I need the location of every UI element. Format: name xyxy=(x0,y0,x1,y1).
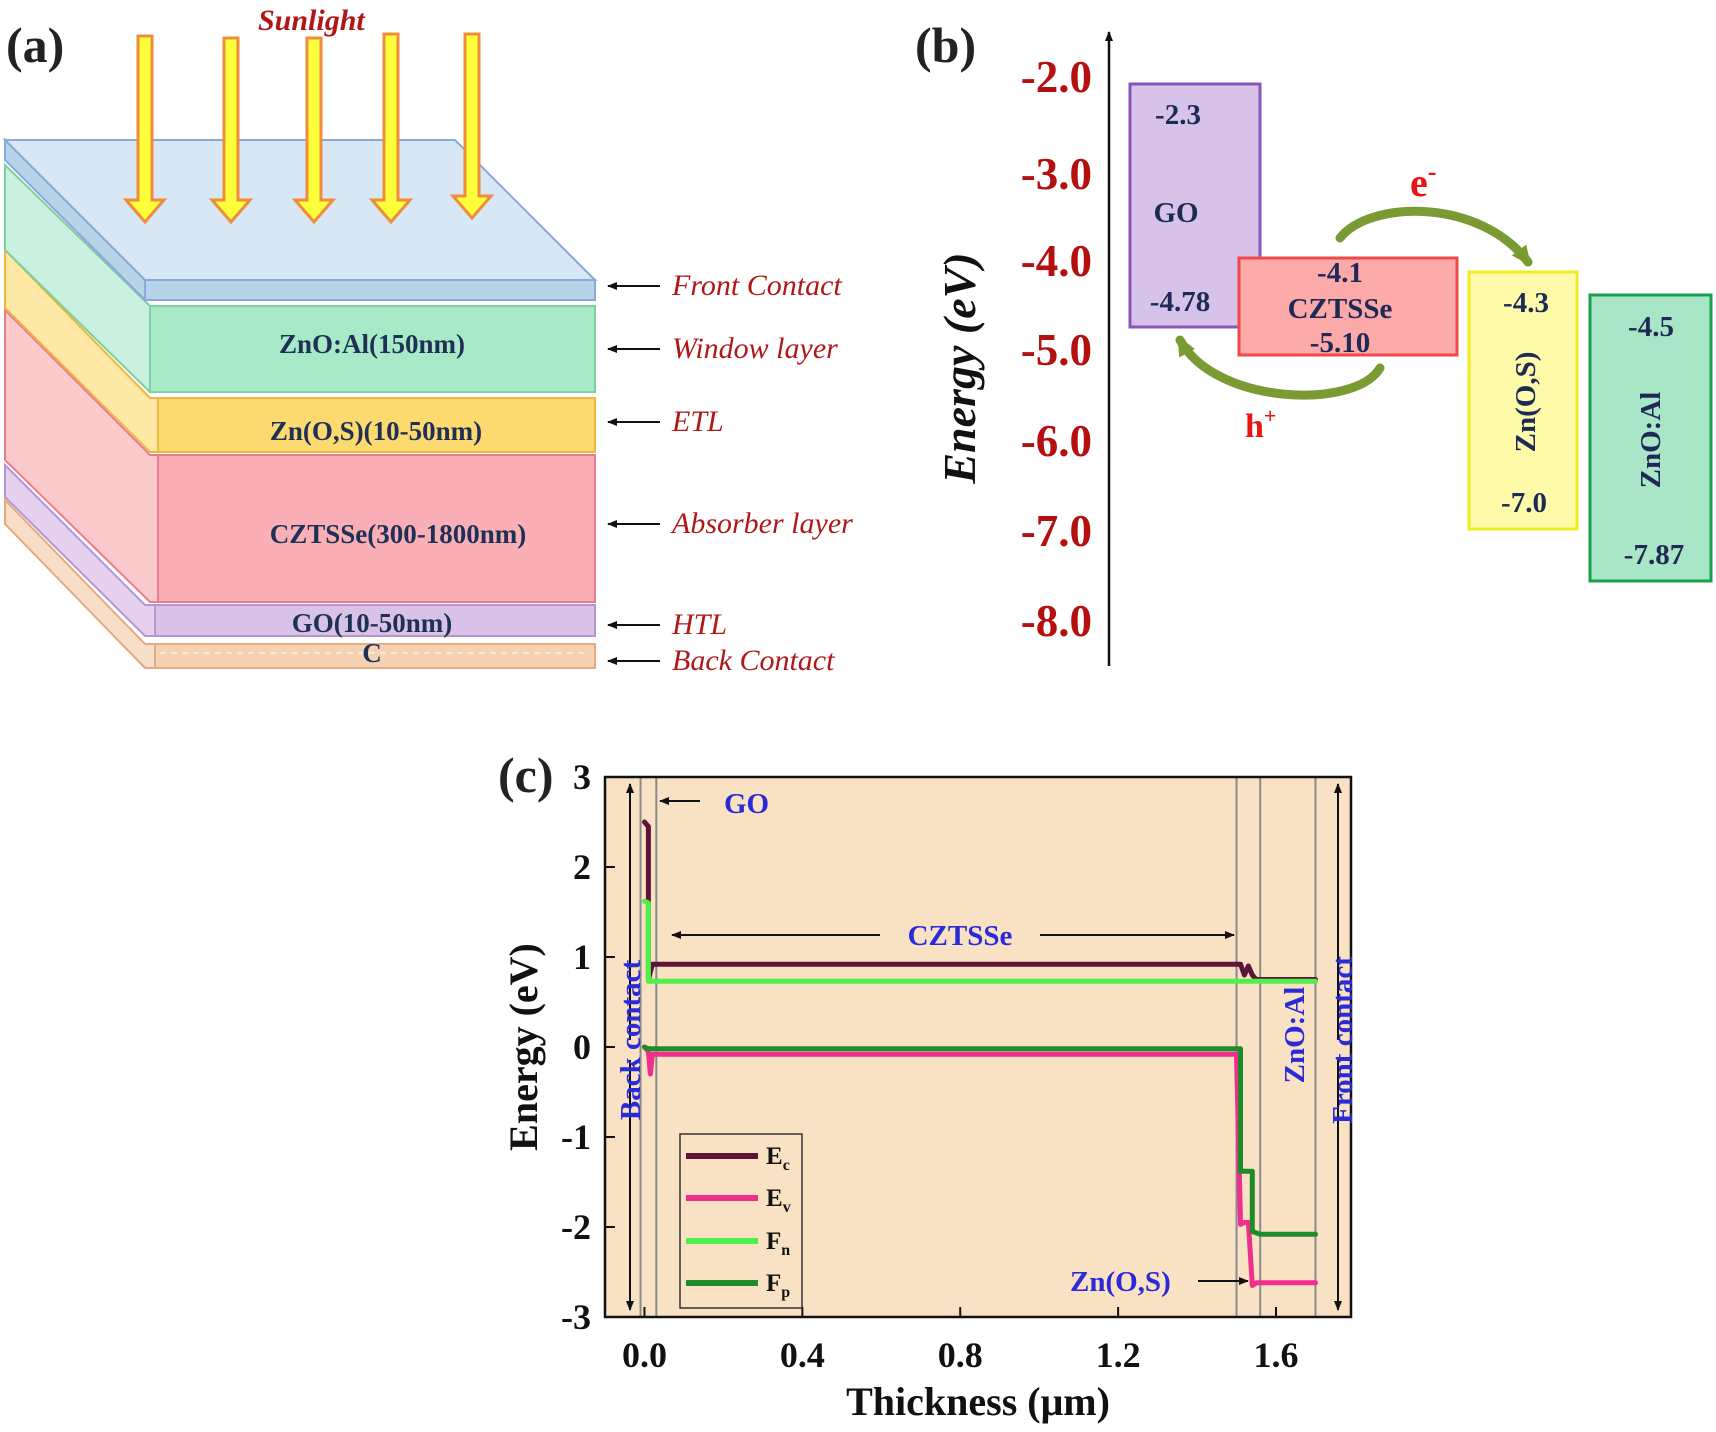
go-bottom-value: -4.78 xyxy=(1150,286,1210,318)
y-tick-label-0: 3 xyxy=(573,757,591,797)
legend-item-ev: Ev xyxy=(686,1185,791,1216)
zns-region-label: Zn(O,S) xyxy=(1070,1266,1171,1298)
x-tick-label-0: 0.0 xyxy=(622,1335,667,1375)
callout-window-layer: Window layer xyxy=(672,332,838,365)
x-tick-label-4: 1.6 xyxy=(1254,1335,1299,1375)
znoal-top-value: -4.5 xyxy=(1628,311,1674,343)
tick-label-5: -6.0 xyxy=(1021,416,1092,466)
y-tick-label-6: -3 xyxy=(561,1297,591,1337)
zns-top-value: -4.3 xyxy=(1503,287,1549,319)
htl-layer-label: GO(10-50nm) xyxy=(292,608,452,638)
y-tick-label-2: 1 xyxy=(573,937,591,977)
znoal-band-box xyxy=(1588,293,1713,583)
panel-b-letter: (b) xyxy=(915,17,976,73)
y-tick-label-3: 0 xyxy=(573,1027,591,1067)
callout-htl: HTL xyxy=(671,608,727,641)
electron-transfer-arrow xyxy=(1335,206,1533,267)
hole-label: h+ xyxy=(1245,403,1276,445)
layer-absorber xyxy=(4,307,596,603)
absorber-layer-label: CZTSSe(300-1800nm) xyxy=(270,519,527,549)
x-axis-title: Thickness (μm) xyxy=(846,1379,1110,1424)
czts-region-label: CZTSSe xyxy=(908,920,1013,952)
hole-transfer-arrow xyxy=(1175,335,1385,400)
zns-name: Zn(O,S) xyxy=(1510,352,1542,453)
back-contact-label: Back contact xyxy=(615,960,647,1121)
window-layer-label: ZnO:Al(150nm) xyxy=(279,329,465,359)
legend-label-ec: Ec xyxy=(766,1143,790,1174)
back-layer-label: C xyxy=(362,638,382,668)
znoal-region-label: ZnO:Al xyxy=(1279,987,1311,1084)
legend: Ec Ev Fn Fp xyxy=(679,1133,803,1309)
series-line-fn xyxy=(642,898,1318,984)
sunlight-arrows xyxy=(122,32,495,225)
sunlight-arrow-2 xyxy=(208,36,254,225)
y-axis-title: Energy (eV) xyxy=(501,943,546,1151)
legend-label-fn: Fn xyxy=(766,1228,790,1259)
callout-front-contact: Front Contact xyxy=(671,269,842,302)
sunlight-label: Sunlight xyxy=(258,4,366,37)
callout-absorber-layer: Absorber layer xyxy=(670,507,853,540)
energy-axis-title: Energy (eV) xyxy=(934,252,985,484)
layer-window xyxy=(4,162,596,393)
czts-top-value: -4.1 xyxy=(1317,257,1363,289)
front-contact-label: Front contact xyxy=(1327,956,1359,1124)
tick-label-2: -3.0 xyxy=(1021,149,1092,199)
sunlight-arrow-3 xyxy=(291,36,337,225)
go-top-value: -2.3 xyxy=(1155,99,1201,131)
legend-item-ec: Ec xyxy=(686,1143,790,1174)
panel-a-letter: (a) xyxy=(6,17,64,73)
etl-layer-label: Zn(O,S)(10-50nm) xyxy=(270,416,482,446)
legend-label-ev: Ev xyxy=(766,1185,791,1216)
go-region-label: GO xyxy=(724,788,769,820)
tick-label-7: -8.0 xyxy=(1021,596,1092,646)
sunlight-arrow-4 xyxy=(368,32,414,225)
callout-back-contact: Back Contact xyxy=(672,644,835,677)
x-tick-label-1: 0.4 xyxy=(780,1335,825,1375)
layer-back-contact xyxy=(4,497,596,669)
y-tick-label-1: 2 xyxy=(573,847,591,887)
panel-a: (a) Sunlight xyxy=(2,4,853,677)
y-tick-label-4: -1 xyxy=(561,1117,591,1157)
czts-name: CZTSSe xyxy=(1288,293,1393,325)
tick-label-6: -7.0 xyxy=(1021,506,1092,556)
znoal-bottom-value: -7.87 xyxy=(1624,539,1684,571)
layer-htl xyxy=(4,462,596,637)
series-lines xyxy=(642,819,1318,1288)
x-tick-label-2: 0.8 xyxy=(938,1335,983,1375)
legend-box xyxy=(679,1133,803,1309)
series-line-fp xyxy=(642,1044,1318,1237)
tick-label-1: -2.0 xyxy=(1021,52,1092,102)
czts-band-box xyxy=(1237,256,1459,357)
callout-etl: ETL xyxy=(671,405,724,438)
zns-bottom-value: -7.0 xyxy=(1501,487,1547,519)
legend-label-fp: Fp xyxy=(766,1270,790,1301)
panel-b: (b) Energy (eV) -2.0 -3.0 -4.0 -5.0 -6.0… xyxy=(915,17,1713,666)
tick-label-4: -5.0 xyxy=(1021,325,1092,375)
sunlight-arrow-1 xyxy=(122,34,168,225)
y-tick-label-5: -2 xyxy=(561,1207,591,1247)
sunlight-arrow-5 xyxy=(449,32,495,221)
zns-band-box xyxy=(1467,270,1579,531)
panel-c-letter: (c) xyxy=(498,747,554,803)
znoal-name: ZnO:Al xyxy=(1635,392,1667,489)
x-tick-label-3: 1.2 xyxy=(1096,1335,1141,1375)
go-name: GO xyxy=(1153,197,1198,229)
electron-label: e- xyxy=(1410,157,1436,205)
tick-label-3: -4.0 xyxy=(1021,236,1092,286)
legend-item-fn: Fn xyxy=(686,1228,790,1259)
layer-etl xyxy=(4,247,596,453)
czts-bottom-value: -5.10 xyxy=(1310,327,1370,359)
legend-item-fp: Fp xyxy=(686,1270,790,1301)
axes: 0.0 0.4 0.8 1.2 1.6 3 2 1 0 -1 -2 -3 xyxy=(561,757,1353,1375)
